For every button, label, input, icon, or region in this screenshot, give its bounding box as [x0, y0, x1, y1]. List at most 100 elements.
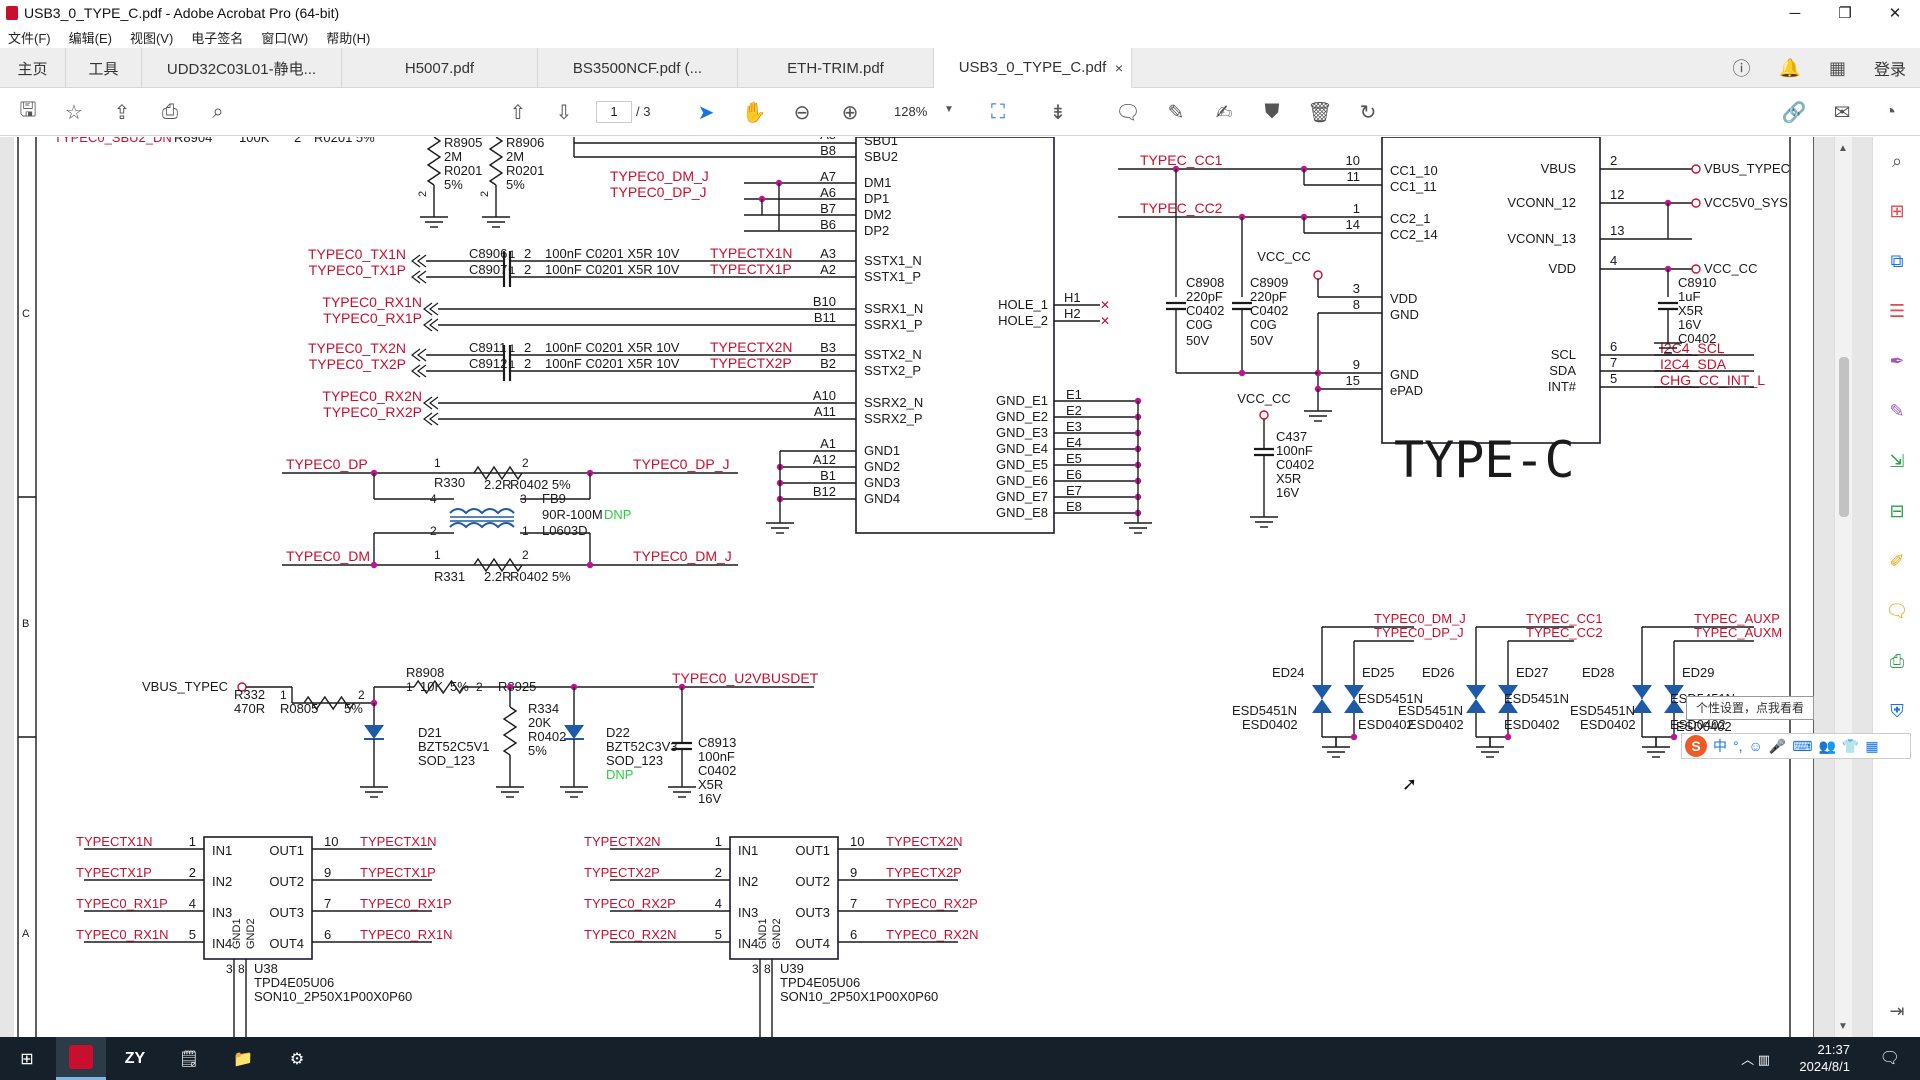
acrobat-taskbar-icon[interactable]: [56, 1037, 106, 1080]
star-icon[interactable]: ☆: [65, 101, 83, 124]
schematic-label: 470R: [234, 701, 265, 716]
schematic-label: GND4: [864, 491, 900, 506]
ime-menu-icon[interactable]: ▦: [1865, 737, 1879, 754]
ime-punct-icon[interactable]: °,: [1733, 738, 1743, 754]
ime-toolbar[interactable]: S 中 °, ☺ 🎤 ⌨ 👥 👕 ▦: [1681, 733, 1911, 759]
menu-edit[interactable]: 编辑(E): [68, 30, 112, 46]
fit-page-icon[interactable]: ⛶: [991, 100, 1005, 123]
protect-icon[interactable]: ⛨: [1890, 700, 1904, 721]
hand-icon[interactable]: ✋: [741, 101, 767, 124]
ime-emoji-icon[interactable]: ☺: [1748, 738, 1763, 754]
schematic-label: E8: [1066, 499, 1082, 514]
ime-user-icon[interactable]: 👥: [1818, 737, 1836, 754]
fill-sign-icon[interactable]: ✎: [1889, 400, 1905, 421]
vertical-scrollbar[interactable]: ▲ ▼: [1834, 137, 1852, 1037]
mail-icon[interactable]: ✉: [1833, 101, 1851, 124]
connector-arrow: [411, 270, 421, 284]
comment-icon[interactable]: 🗨: [1115, 101, 1141, 124]
rotate-icon[interactable]: ↻: [1359, 101, 1377, 124]
edit-pdf-icon[interactable]: ✐: [1889, 550, 1905, 571]
export-icon[interactable]: ⇲: [1889, 450, 1905, 471]
print-icon[interactable]: ⎙: [162, 100, 178, 123]
schematic-label: 14: [1346, 217, 1360, 232]
sogou-logo-icon[interactable]: S: [1685, 735, 1707, 757]
scroll-thumb[interactable]: [1839, 357, 1849, 517]
page-number-input[interactable]: 1: [596, 101, 632, 123]
ime-keyboard-icon[interactable]: ⌨: [1792, 737, 1813, 754]
ref-label: ED28: [1582, 665, 1615, 680]
prev-page-icon[interactable]: ⇧: [509, 101, 527, 124]
zoom-out-icon[interactable]: ⊖: [793, 101, 811, 124]
menu-file[interactable]: 文件(F): [8, 30, 51, 46]
zoom-search-icon[interactable]: ⌕: [1891, 150, 1903, 171]
schematic-label: 8: [238, 962, 245, 976]
tab-home[interactable]: 主页: [0, 48, 66, 88]
schematic-label: R0201: [444, 163, 482, 178]
schematic-label: U39: [780, 961, 804, 976]
menu-help[interactable]: 帮助(H): [326, 30, 371, 46]
tab-doc-usb3[interactable]: USB3_0_TYPE_C.pdf ×: [934, 48, 1132, 88]
minimize-button[interactable]: ─: [1789, 4, 1801, 22]
upload-icon[interactable]: ⇪: [113, 101, 131, 124]
tab-doc-h5007[interactable]: H5007.pdf: [342, 48, 538, 88]
scan-icon[interactable]: ⊟: [1889, 500, 1905, 521]
tab-tools[interactable]: 工具: [66, 48, 142, 88]
draw-icon[interactable]: ✍: [1215, 101, 1233, 124]
taskbar-clock[interactable]: 21:37 2024/8/1: [1799, 1041, 1850, 1075]
schematic-label: 2: [524, 340, 531, 355]
link-icon[interactable]: 🔗: [1781, 101, 1807, 124]
file-explorer-icon[interactable]: 📁: [233, 1050, 253, 1068]
scroll-up-icon[interactable]: ▲: [1838, 143, 1848, 154]
sign-icon[interactable]: ✒: [1889, 350, 1905, 371]
schematic-label: 1: [509, 343, 515, 355]
scroll-down-icon[interactable]: ▼: [1838, 1021, 1848, 1032]
delete-icon[interactable]: 🗑: [1307, 101, 1333, 124]
notepad-icon[interactable]: 🗒: [178, 1050, 200, 1068]
stamp-icon[interactable]: ⛊: [1264, 100, 1280, 123]
menu-esign[interactable]: 电子签名: [191, 30, 244, 46]
schematic-label: VBUS: [1541, 161, 1577, 176]
apps-grid-icon[interactable]: ▦: [1828, 57, 1846, 78]
account-icon[interactable]: ◔: [1883, 100, 1897, 123]
close-window-button[interactable]: ✕: [1888, 5, 1902, 22]
notification-icon[interactable]: 🗨: [1879, 1050, 1900, 1067]
tab-doc-udd32[interactable]: UDD32C03L01-静电...: [142, 48, 342, 88]
schematic-label: GND2: [864, 459, 900, 474]
ime-lang-icon[interactable]: 中: [1713, 738, 1727, 754]
organize-icon[interactable]: ☰: [1888, 300, 1906, 321]
scroll-mode-icon[interactable]: ⇟: [1049, 101, 1067, 124]
tray-chevron-icon[interactable]: ︿ ▥: [1741, 1052, 1770, 1067]
save-icon[interactable]: 🖫: [19, 99, 37, 121]
comment-tool-icon[interactable]: 🗨: [1885, 600, 1909, 621]
net-label: TYPECTX2P: [584, 865, 660, 880]
zoom-level-select[interactable]: 128%: [894, 104, 928, 119]
combine-icon[interactable]: ⧉: [1890, 250, 1904, 271]
schematic-label: 20K: [528, 715, 551, 730]
next-page-icon[interactable]: ⇩: [555, 101, 573, 124]
ime-voice-icon[interactable]: 🎤: [1768, 737, 1787, 754]
menu-view[interactable]: 视图(V): [129, 30, 174, 46]
select-cursor-icon[interactable]: ➤: [697, 101, 715, 124]
tab-doc-eth-trim[interactable]: ETH-TRIM.pdf: [738, 48, 934, 88]
ime-skin-icon[interactable]: 👕: [1841, 737, 1860, 754]
windows-start-icon[interactable]: ⊞: [20, 1050, 34, 1068]
restore-button[interactable]: ❐: [1838, 5, 1852, 22]
bell-icon[interactable]: 🔔: [1778, 57, 1801, 78]
schematic-label: C0402: [1186, 303, 1224, 318]
create-pdf-icon[interactable]: ⊞: [1889, 200, 1905, 221]
schematic-label: OUT1: [269, 843, 304, 858]
highlight-icon[interactable]: ✎: [1167, 101, 1185, 124]
vpn-app-icon[interactable]: ⚙: [289, 1050, 305, 1068]
zy-app-icon[interactable]: ZY: [124, 1049, 146, 1067]
login-button[interactable]: 登录: [1873, 62, 1906, 79]
menu-window[interactable]: 窗口(W): [261, 30, 309, 46]
print-production-icon[interactable]: ⎙: [1889, 650, 1905, 671]
collapse-panel-icon[interactable]: ⇥: [1889, 1000, 1905, 1021]
tab-close-icon[interactable]: ×: [1114, 59, 1123, 76]
tab-doc-bs3500[interactable]: BS3500NCF.pdf (...: [538, 48, 738, 88]
chevron-down-icon[interactable]: ▼: [944, 104, 954, 115]
help-icon[interactable]: ⓘ: [1732, 59, 1751, 79]
zoom-in-icon[interactable]: ⊕: [841, 101, 859, 124]
search-icon[interactable]: ⌕: [212, 100, 224, 123]
